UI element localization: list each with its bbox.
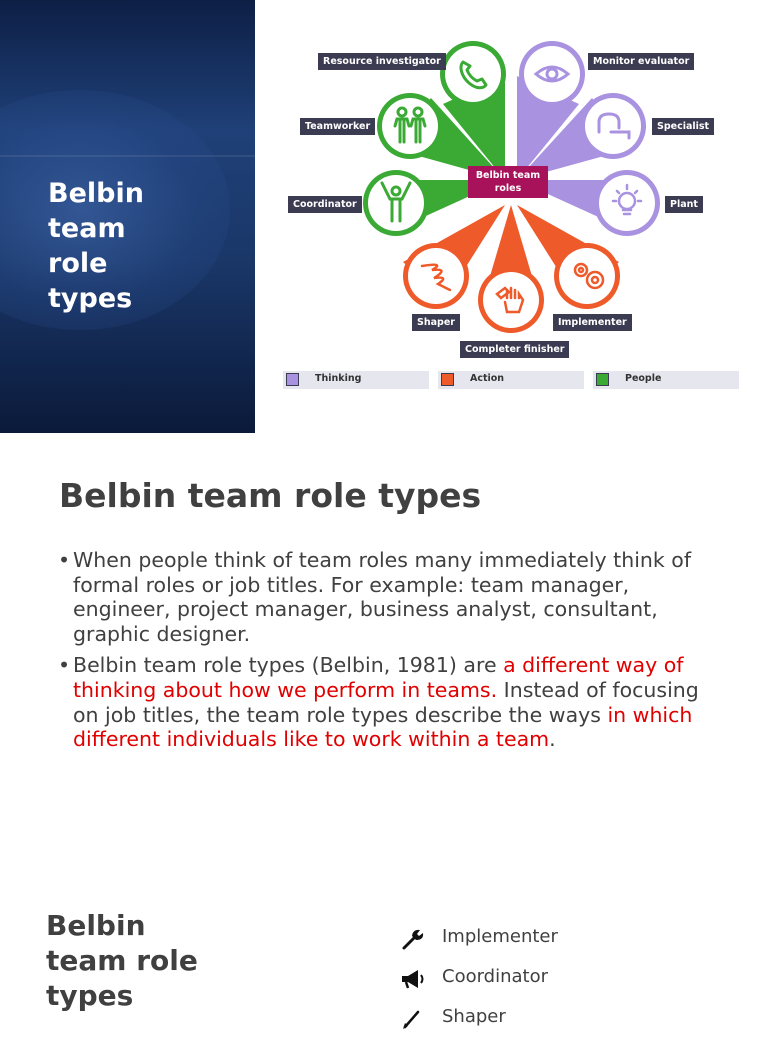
bullet-item: Belbin team role types (Belbin, 1981) ar… bbox=[58, 653, 718, 751]
bullet-2-text-e: . bbox=[549, 727, 556, 752]
label-resource-investigator: Resource investigator bbox=[318, 53, 446, 70]
bullet-2-highlight-2: in which different individuals like to w… bbox=[73, 702, 693, 752]
slide-3-title: Belbin team role types bbox=[46, 909, 198, 1012]
eye-icon bbox=[533, 65, 571, 83]
lightbulb-icon bbox=[611, 183, 643, 216]
slide-2-title: Belbin team role types bbox=[59, 476, 482, 515]
label-shaper: Shaper bbox=[412, 314, 460, 331]
bullet-1-text: When people think of team roles many imm… bbox=[73, 548, 692, 646]
legend-thinking-label: Thinking bbox=[315, 373, 362, 384]
gears-icon bbox=[573, 262, 605, 290]
bullet-list: When people think of team roles many imm… bbox=[58, 548, 718, 759]
two-people-icon bbox=[393, 106, 427, 144]
role-label: Implementer bbox=[442, 926, 558, 947]
label-specialist: Specialist bbox=[652, 118, 715, 135]
role-label: Coordinator bbox=[442, 966, 549, 987]
slide-1: Belbin team role types bbox=[0, 0, 768, 433]
center-label: Belbin team roles bbox=[468, 166, 548, 198]
petal-resource-investigator bbox=[440, 41, 506, 180]
bullet-2-text-c: Instead of focusing on job titles, the t… bbox=[73, 677, 699, 727]
bullet-2-highlight-1: a different way of thinking about how we… bbox=[73, 653, 684, 702]
raised-arms-person-icon bbox=[380, 181, 412, 223]
diagram-graphic bbox=[363, 41, 660, 333]
role-label: Shaper bbox=[442, 1006, 506, 1027]
bullet-2-text-a: Belbin team role types (Belbin, 1981) ar… bbox=[73, 653, 504, 678]
label-plant: Plant bbox=[665, 196, 703, 213]
megaphone-icon bbox=[402, 970, 424, 989]
petal-completer-finisher bbox=[478, 205, 544, 333]
hand-wrench-icon bbox=[495, 286, 525, 314]
spring-icon bbox=[420, 263, 452, 292]
legend-people-swatch bbox=[596, 373, 609, 386]
phone-icon bbox=[459, 60, 488, 90]
legend-people: People bbox=[593, 371, 739, 389]
panel-glow bbox=[0, 90, 230, 330]
petal-specialist bbox=[517, 93, 646, 180]
legend-action: Action bbox=[438, 371, 584, 389]
slide-3: Belbin team role types Implementer Coord… bbox=[0, 880, 768, 1029]
magnifier-tool-icon bbox=[597, 112, 631, 140]
slide-1-title: Belbin team role types bbox=[48, 178, 144, 314]
pen-icon bbox=[403, 1010, 420, 1029]
legend-thinking: Thinking bbox=[283, 371, 429, 389]
legend-thinking-swatch bbox=[286, 373, 299, 386]
bullet-item: When people think of team roles many imm… bbox=[58, 548, 718, 646]
petal-monitor-evaluator bbox=[517, 41, 585, 180]
label-implementer: Implementer bbox=[553, 314, 632, 331]
label-coordinator: Coordinator bbox=[288, 196, 362, 213]
belbin-roles-diagram: Belbin team roles Resource investigator … bbox=[255, 0, 768, 433]
label-monitor-evaluator: Monitor evaluator bbox=[588, 53, 695, 70]
legend-action-swatch bbox=[441, 373, 454, 386]
wrench-icon bbox=[402, 929, 424, 950]
label-completer-finisher: Completer finisher bbox=[460, 341, 570, 358]
title-panel: Belbin team role types bbox=[0, 0, 255, 433]
legend-people-label: People bbox=[625, 373, 662, 384]
label-teamworker: Teamworker bbox=[300, 118, 376, 135]
slide-2: Belbin team role types When people think… bbox=[0, 440, 768, 860]
legend-action-label: Action bbox=[470, 373, 505, 384]
panel-band bbox=[0, 155, 255, 157]
